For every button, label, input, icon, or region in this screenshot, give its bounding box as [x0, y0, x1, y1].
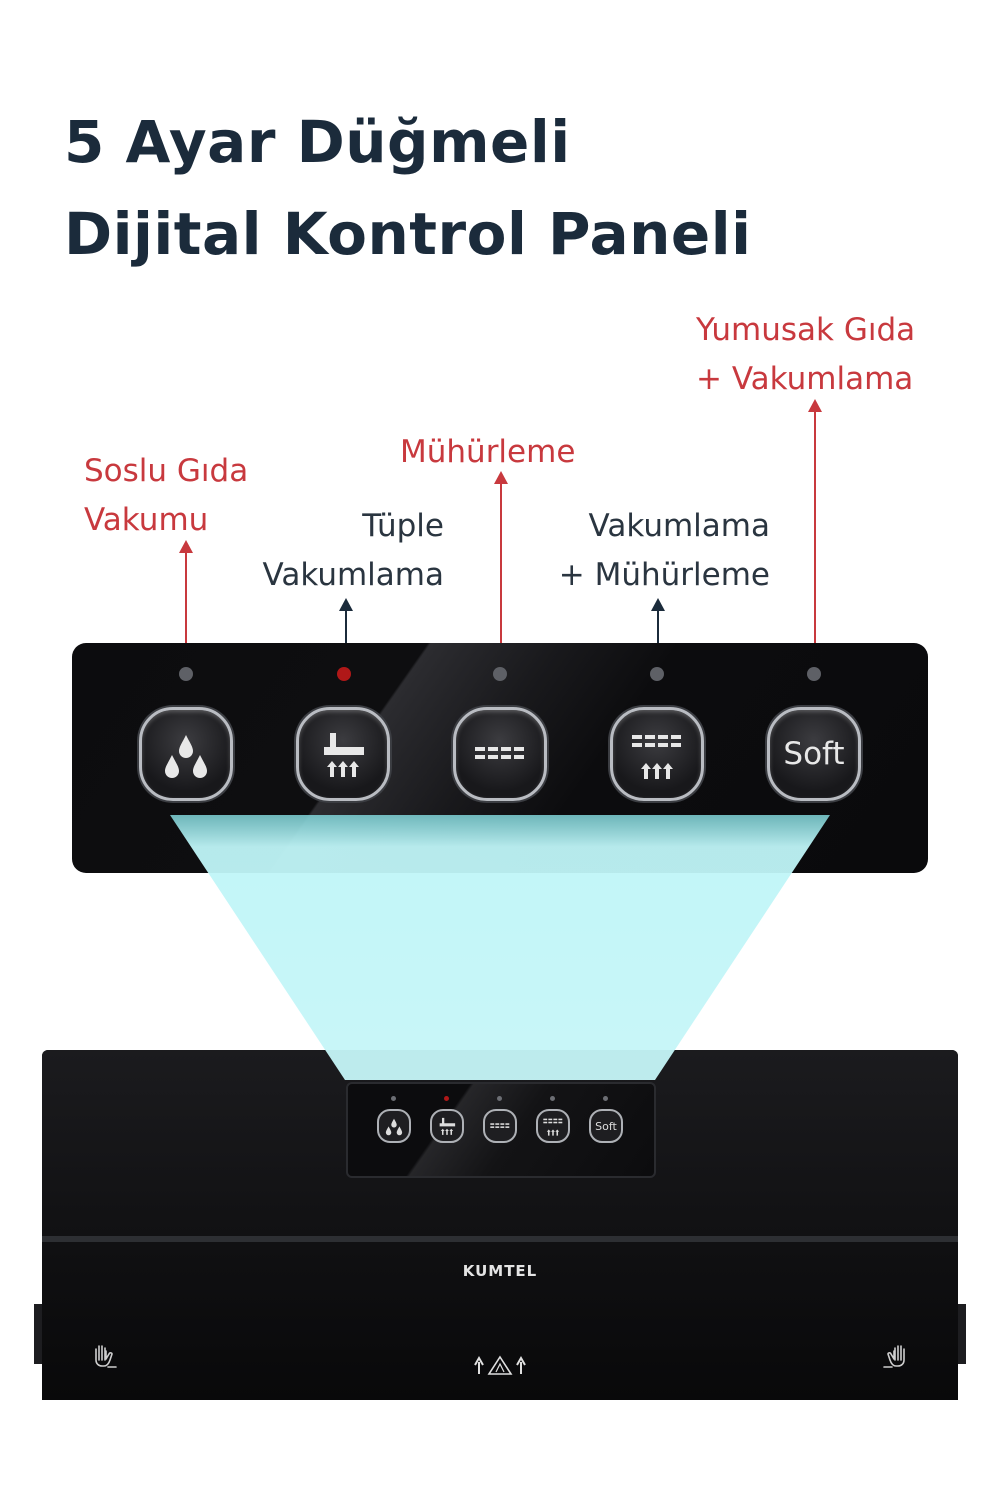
- led-indicator: [603, 1096, 608, 1101]
- warning-arrows-icon: [474, 1355, 526, 1375]
- tube-vacuum-button[interactable]: [296, 707, 390, 801]
- seal-button[interactable]: [453, 707, 547, 801]
- tube-vacuum-icon: [439, 1117, 456, 1135]
- label-soft-vacuum: Yumusak Gıda+ Vakumlama: [696, 312, 916, 397]
- soft-icon: Soft: [783, 736, 845, 772]
- side-latch-left[interactable]: [34, 1304, 42, 1364]
- vacuum-seal-button[interactable]: [610, 707, 704, 801]
- vacuum-seal-icon: [632, 735, 681, 779]
- arrow-soft-vacuum: [808, 399, 822, 709]
- led-indicator: [550, 1096, 555, 1101]
- led-indicator: [179, 667, 193, 681]
- device-soft-button[interactable]: Soft: [589, 1109, 623, 1143]
- heading-line-1: 5 Ayar Düğmeli: [64, 108, 571, 176]
- device-tube-vacuum-button[interactable]: [430, 1109, 464, 1143]
- label-vacuum-seal: Vakumlama+ Mühürleme: [558, 508, 770, 593]
- tube-vacuum-icon: [324, 733, 364, 777]
- seal-icon: [475, 747, 524, 759]
- device-sauce-vacuum-button[interactable]: [377, 1109, 411, 1143]
- led-indicator: [497, 1096, 502, 1101]
- arrow-sauce-vacuum: [179, 540, 193, 708]
- heading-line-2: Dijital Kontrol Paneli: [64, 200, 752, 268]
- label-seal: Mühürleme: [400, 434, 576, 470]
- led-indicator: [493, 667, 507, 681]
- led-indicator: [391, 1096, 396, 1101]
- hand-icon: [95, 1345, 117, 1368]
- sauce-vacuum-button[interactable]: [139, 707, 233, 801]
- device-seal-button[interactable]: [483, 1109, 517, 1143]
- device-vacuum-seal-button[interactable]: [536, 1109, 570, 1143]
- led-indicator: [807, 667, 821, 681]
- led-indicator-active: [444, 1096, 449, 1101]
- brand-logo: KUMTEL: [462, 1262, 538, 1280]
- soft-button[interactable]: Soft: [767, 707, 861, 801]
- side-latch-right[interactable]: [958, 1304, 966, 1364]
- led-indicator: [650, 667, 664, 681]
- soft-icon: Soft: [595, 1119, 617, 1133]
- arrow-seal: [494, 471, 508, 709]
- device-seam: [42, 1236, 958, 1242]
- led-indicator-active: [337, 667, 351, 681]
- drops-icon: [385, 1118, 403, 1136]
- drops-icon: [165, 735, 207, 778]
- vacuum-seal-icon: [543, 1118, 563, 1136]
- seal-icon: [490, 1123, 510, 1128]
- hand-icon: [883, 1345, 905, 1368]
